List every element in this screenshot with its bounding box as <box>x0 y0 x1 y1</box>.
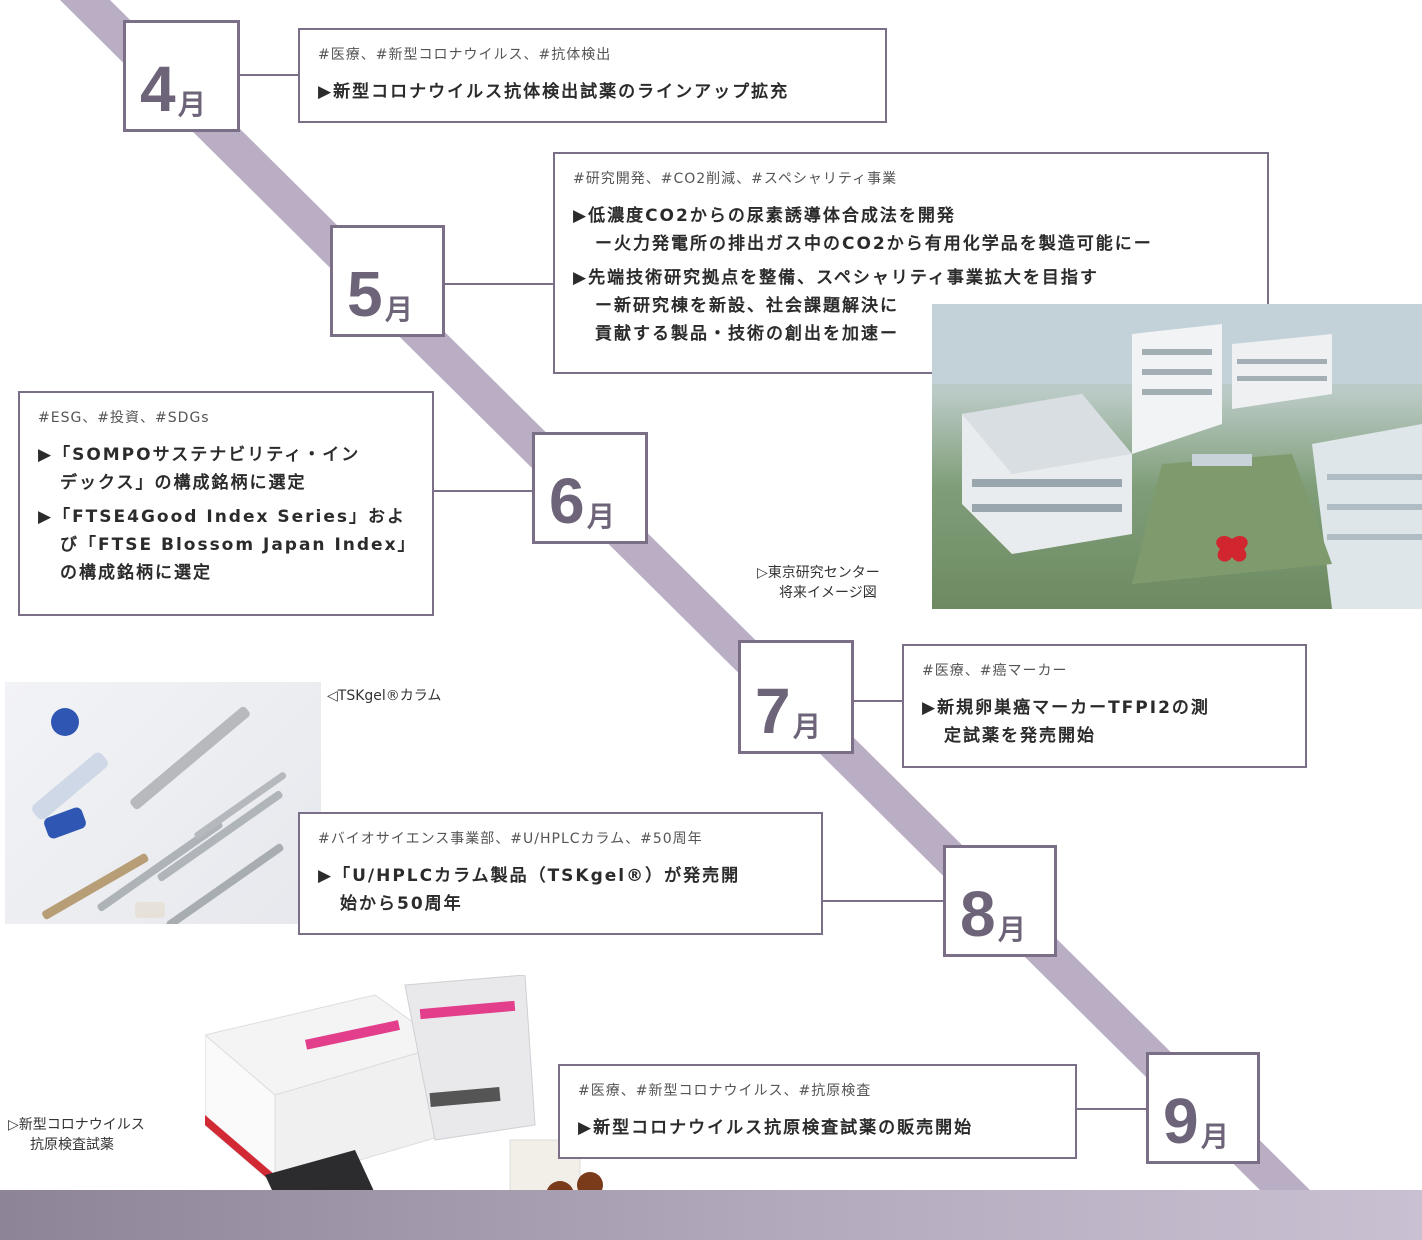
antigen-kit-caption: ▷新型コロナウイルス 抗原検査試薬 <box>8 1115 208 1155</box>
caption-line: ▷東京研究センター <box>757 565 880 581</box>
news-item: ▶新規卵巣癌マーカーTFPI2の測 定試薬を発売開始 <box>922 694 1287 750</box>
month-unit: 月 <box>998 914 1027 945</box>
connector-jul <box>853 700 903 702</box>
research-center-caption: ▷東京研究センター 将来イメージ図 <box>757 563 927 603</box>
caption-line: ▷新型コロナウイルス <box>8 1117 145 1133</box>
connector-aug <box>822 900 944 902</box>
month-number: 4 <box>140 53 176 125</box>
news-item-line: 始から50周年 <box>340 894 463 914</box>
connector-jun <box>433 490 533 492</box>
month-box-july: 7 月 <box>738 640 854 754</box>
connector-sep <box>1076 1108 1146 1110</box>
month-number: 8 <box>960 878 996 950</box>
news-item-line: ▶「SOMPOサステナビリティ・イン <box>38 445 361 465</box>
research-center-rendering-image <box>932 304 1422 609</box>
news-card-july: #医療、#癌マーカー ▶新規卵巣癌マーカーTFPI2の測 定試薬を発売開始 <box>902 644 1307 768</box>
news-item-line: び「FTSE Blossom Japan Index」 <box>60 535 417 555</box>
news-item: ▶低濃度CO2からの尿素誘導体合成法を開発 ー火力発電所の排出ガス中のCO2から… <box>573 202 1249 258</box>
building-illustration <box>932 304 1422 609</box>
month-box-september: 9 月 <box>1146 1052 1260 1164</box>
news-item: ▶新型コロナウイルス抗体検出試薬のラインアップ拡充 <box>318 82 790 102</box>
news-item-subtitle: 貢献する製品・技術の創出を加速ー <box>595 324 899 344</box>
hashtags: #研究開発、#CO2削減、#スペシャリティ事業 <box>573 171 898 187</box>
month-number: 9 <box>1163 1085 1199 1157</box>
connector-may <box>444 283 554 285</box>
news-item: ▶新型コロナウイルス抗原検査試薬の販売開始 <box>578 1118 974 1138</box>
tskgel-caption: ◁TSKgel®カラム <box>327 688 442 704</box>
caption-line: 抗原検査試薬 <box>30 1137 114 1153</box>
news-card-june: #ESG、#投資、#SDGs ▶「SOMPOサステナビリティ・イン デックス」の… <box>18 391 434 616</box>
caption-line: 将来イメージ図 <box>779 585 877 601</box>
news-item-line: デックス」の構成銘柄に選定 <box>60 473 307 493</box>
news-item-title: ▶先端技術研究拠点を整備、スペシャリティ事業拡大を目指す <box>573 268 1099 288</box>
month-unit: 月 <box>385 294 414 325</box>
news-card-april: #医療、#新型コロナウイルス、#抗体検出 ▶新型コロナウイルス抗体検出試薬のライ… <box>298 28 887 123</box>
month-box-june: 6 月 <box>532 432 648 544</box>
hashtags: #バイオサイエンス事業部、#U/HPLCカラム、#50周年 <box>318 831 703 847</box>
news-item-title: ▶低濃度CO2からの尿素誘導体合成法を開発 <box>573 206 956 226</box>
month-box-april: 4 月 <box>123 20 240 132</box>
news-item: ▶「FTSE4Good Index Series」およ び「FTSE Bloss… <box>38 503 417 587</box>
hashtags: #医療、#新型コロナウイルス、#抗原検査 <box>578 1083 872 1099</box>
month-number: 7 <box>755 675 791 747</box>
news-item-line: ▶「U/HPLCカラム製品（TSKgel®）が発売開 <box>318 866 741 886</box>
connector-apr <box>238 74 300 76</box>
month-box-may: 5 月 <box>330 225 445 337</box>
news-item-line: の構成銘柄に選定 <box>60 563 212 583</box>
month-number: 6 <box>549 465 585 537</box>
footer-decorative-band <box>0 1190 1422 1240</box>
hashtags: #ESG、#投資、#SDGs <box>38 410 210 426</box>
tskgel-column-image <box>5 682 321 924</box>
column-illustration <box>32 706 287 924</box>
month-number: 5 <box>347 258 383 330</box>
news-item-line: ▶新規卵巣癌マーカーTFPI2の測 <box>922 698 1210 718</box>
news-item-subtitle: ー新研究棟を新設、社会課題解決に <box>595 296 899 316</box>
month-unit: 月 <box>178 89 207 120</box>
month-box-august: 8 月 <box>943 845 1057 957</box>
month-unit: 月 <box>587 501 616 532</box>
hashtags: #医療、#新型コロナウイルス、#抗体検出 <box>318 47 612 63</box>
news-card-september: #医療、#新型コロナウイルス、#抗原検査 ▶新型コロナウイルス抗原検査試薬の販売… <box>558 1064 1077 1159</box>
news-item: ▶先端技術研究拠点を整備、スペシャリティ事業拡大を目指す ー新研究棟を新設、社会… <box>573 264 1249 348</box>
month-unit: 月 <box>793 711 822 742</box>
news-item: ▶「SOMPOサステナビリティ・イン デックス」の構成銘柄に選定 <box>38 441 414 497</box>
month-unit: 月 <box>1201 1121 1230 1152</box>
news-item-line: ▶「FTSE4Good Index Series」およ <box>38 507 407 527</box>
news-item-line: 定試薬を発売開始 <box>944 726 1096 746</box>
news-item-subtitle: ー火力発電所の排出ガス中のCO2から有用化学品を製造可能にー <box>595 234 1153 254</box>
news-item: ▶「U/HPLCカラム製品（TSKgel®）が発売開 始から50周年 <box>318 862 803 918</box>
hashtags: #医療、#癌マーカー <box>922 663 1068 679</box>
news-card-may: #研究開発、#CO2削減、#スペシャリティ事業 ▶低濃度CO2からの尿素誘導体合… <box>553 152 1269 374</box>
news-card-august: #バイオサイエンス事業部、#U/HPLCカラム、#50周年 ▶「U/HPLCカラ… <box>298 812 823 935</box>
